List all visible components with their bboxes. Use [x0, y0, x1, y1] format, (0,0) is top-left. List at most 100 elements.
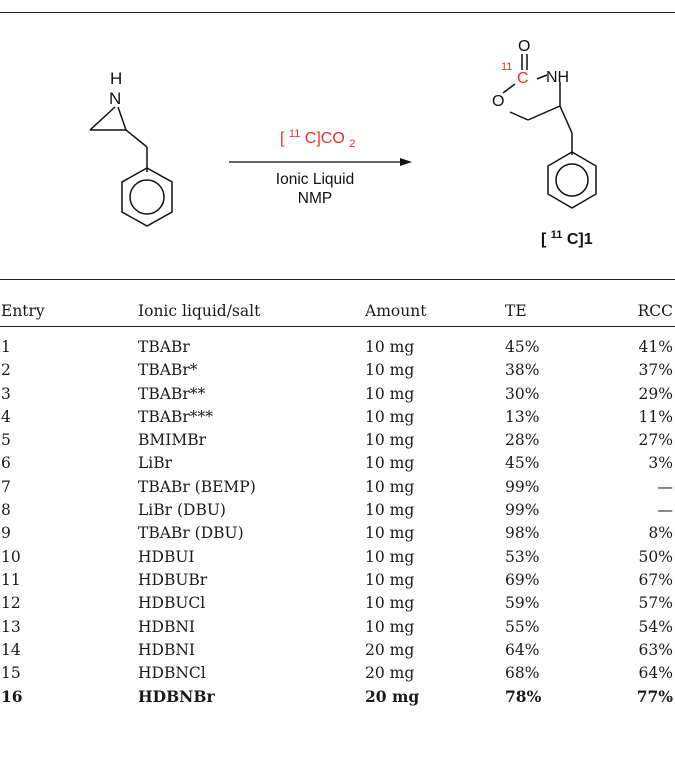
- cell-amount: 10 mg: [365, 570, 415, 589]
- product-oxazolidinone: [502, 54, 597, 209]
- cell-rcc: 64%: [638, 664, 673, 683]
- reactant-aziridine: [89, 106, 173, 227]
- cell-te: 45%: [505, 454, 540, 473]
- header-amount: Amount: [365, 302, 427, 320]
- cell-ionic-liquid: BMIMBr: [138, 431, 207, 450]
- cell-entry: 12: [1, 594, 21, 613]
- cell-te: 53%: [505, 547, 540, 566]
- top-rule: [0, 12, 675, 13]
- reaction-scheme: N H [ 11 C]CO 2 Ionic Liquid NMP O: [0, 0, 675, 280]
- table-header-row: Entry Ionic liquid/salt Amount TE RCC: [0, 296, 675, 326]
- cell-te: 30%: [505, 384, 540, 403]
- product-c11-label: 11 C: [501, 57, 529, 87]
- cell-amount: 20 mg: [365, 664, 415, 683]
- cell-entry: 11: [1, 570, 21, 589]
- cell-amount: 10 mg: [365, 431, 415, 450]
- product-carbonyl-o-label: O: [518, 38, 530, 55]
- cell-rcc: 27%: [638, 431, 673, 450]
- reactant-h-label: H: [110, 69, 122, 88]
- cell-entry: 5: [1, 431, 11, 450]
- header-ionic-liquid: Ionic liquid/salt: [138, 302, 261, 320]
- cell-te: 69%: [505, 570, 540, 589]
- cell-entry: 8: [1, 501, 11, 520]
- cell-rcc: 50%: [638, 547, 673, 566]
- cell-te: 98%: [505, 524, 540, 543]
- table-row: 3 TBABr** 10 mg 30% 29%: [0, 383, 675, 406]
- cell-amount: 10 mg: [365, 477, 415, 496]
- product-nh-label: NH: [546, 69, 569, 86]
- header-te: TE: [505, 302, 527, 320]
- cell-te: 78%: [505, 687, 542, 707]
- cell-amount: 10 mg: [365, 524, 415, 543]
- cell-entry: 1: [1, 338, 11, 356]
- cell-ionic-liquid: TBABr: [138, 338, 190, 356]
- cell-te: 64%: [505, 640, 540, 659]
- cell-entry: 6: [1, 454, 11, 473]
- cell-rcc: 54%: [638, 617, 673, 636]
- reagent-line-3: NMP: [298, 190, 332, 207]
- cell-amount: 10 mg: [365, 617, 415, 636]
- cell-te: 45%: [505, 338, 540, 356]
- cell-amount: 10 mg: [365, 384, 415, 403]
- cell-rcc: 41%: [638, 338, 673, 356]
- cell-amount: 10 mg: [365, 338, 415, 356]
- cell-ionic-liquid: LiBr: [138, 454, 173, 473]
- cell-rcc: 77%: [636, 687, 673, 707]
- cell-amount: 20 mg: [365, 687, 420, 707]
- cell-entry: 3: [1, 384, 11, 403]
- table-row: 7 TBABr (BEMP) 10 mg 99% —: [0, 476, 675, 499]
- cell-entry: 16: [1, 687, 23, 707]
- cell-te: 38%: [505, 361, 540, 380]
- cell-te: 99%: [505, 477, 540, 496]
- cell-amount: 10 mg: [365, 361, 415, 380]
- cell-amount: 10 mg: [365, 407, 415, 426]
- cell-rcc: 67%: [638, 570, 673, 589]
- reaction-scheme-svg: N H [ 11 C]CO 2 Ionic Liquid NMP O: [89, 38, 597, 248]
- cell-ionic-liquid: TBABr (BEMP): [138, 477, 256, 496]
- reagent-line-1: [ 11 C]CO 2: [280, 124, 355, 150]
- cell-te: 28%: [505, 431, 540, 450]
- cell-amount: 10 mg: [365, 594, 415, 613]
- reaction-arrow: [229, 158, 412, 166]
- cell-rcc: 37%: [638, 361, 673, 380]
- cell-ionic-liquid: TBABr*: [138, 361, 198, 380]
- table-row: 1 TBABr 10 mg 45% 41%: [0, 336, 675, 359]
- cell-amount: 20 mg: [365, 640, 415, 659]
- cell-amount: 10 mg: [365, 454, 415, 473]
- cell-entry: 7: [1, 477, 11, 496]
- cell-rcc: 29%: [638, 384, 673, 403]
- cell-ionic-liquid: TBABr**: [138, 384, 206, 403]
- cell-rcc: 57%: [638, 594, 673, 613]
- cell-te: 55%: [505, 617, 540, 636]
- spacer-row: [0, 326, 675, 336]
- cell-entry: 10: [1, 547, 21, 566]
- table-row: 2 TBABr* 10 mg 38% 37%: [0, 359, 675, 382]
- cell-ionic-liquid: HDBNCl: [138, 664, 206, 683]
- cell-entry: 14: [1, 640, 21, 659]
- cell-ionic-liquid: TBABr (DBU): [138, 524, 244, 543]
- table-row: 5 BMIMBr 10 mg 28% 27%: [0, 429, 675, 452]
- cell-te: 13%: [505, 407, 540, 426]
- cell-rcc: 8%: [648, 524, 673, 543]
- cell-amount: 10 mg: [365, 547, 415, 566]
- reactant-n-label: N: [109, 89, 121, 108]
- product-compound-label: [ 11 C]1: [541, 225, 593, 248]
- cell-rcc: 11%: [638, 407, 673, 426]
- cell-entry: 2: [1, 361, 11, 380]
- cell-te: 99%: [505, 501, 540, 520]
- header-entry: Entry: [1, 302, 45, 320]
- header-rcc: RCC: [637, 302, 673, 320]
- cell-rcc: 3%: [648, 454, 673, 473]
- cell-rcc: —: [657, 477, 674, 496]
- cell-entry: 9: [1, 524, 11, 543]
